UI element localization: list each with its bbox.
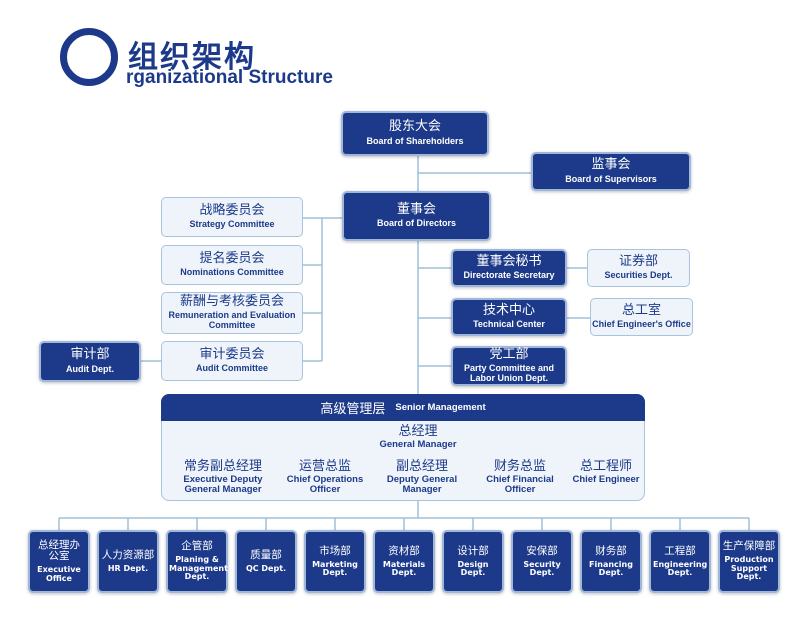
dept-0-en: Executive Office	[37, 565, 81, 583]
dept-5-cn: 资材部	[388, 544, 420, 557]
title-o-ring	[60, 28, 118, 86]
remuneration-committee: 薪酬与考核委员会 Remuneration and Evaluation Com…	[161, 292, 303, 334]
dept-1-en: HR Dept.	[107, 563, 149, 573]
directors-en: Board of Directors	[376, 218, 456, 229]
securities-cn: 证券部	[618, 253, 658, 269]
dept-0-cn: 总经理办公室	[38, 539, 80, 563]
dept-qc: 质量部 QC Dept.	[235, 530, 297, 593]
chief-engineer-office-en: Chief Engineer's Office	[592, 319, 691, 330]
exec-3-en: Chief Financial Officer	[486, 473, 554, 495]
directors-cn: 董事会	[396, 201, 436, 217]
dept-7-cn: 安保部	[526, 544, 558, 557]
exec-1-cn: 运营总监	[298, 459, 351, 474]
exec-1-en: Chief Operations Officer	[286, 473, 364, 495]
exec-0-en: Executive Deputy General Manager	[183, 473, 263, 495]
nominations-committee: 提名委员会 Nominations Committee	[161, 245, 303, 285]
dept-design: 设计部 Design Dept.	[442, 530, 504, 593]
dept-hr: 人力资源部 HR Dept.	[97, 530, 159, 593]
audit-dept-cn: 审计部	[70, 347, 110, 363]
senior-management-cn: 高级管理层	[320, 402, 386, 417]
shareholders-en: Board of Shareholders	[366, 135, 464, 146]
dept-engineering: 工程部 Engineering Dept.	[649, 530, 711, 593]
senior-management-header: 高级管理层 Senior Management	[161, 394, 645, 421]
tech-center-en: Technical Center	[473, 319, 545, 330]
dept-4-cn: 市场部	[319, 544, 351, 557]
dept-financing: 财务部 Financing Dept.	[580, 530, 642, 593]
strategy-committee: 战略委员会 Strategy Committee	[161, 197, 303, 237]
party-committee: 党工部 Party Committee and Labor Union Dept…	[451, 346, 567, 386]
party-en: Party Committee and Labor Union Dept.	[463, 363, 555, 384]
supervisors-en: Board of Supervisors	[565, 173, 657, 184]
page-title-en: rganizational Structure	[126, 67, 333, 88]
dept-3-cn: 质量部	[250, 548, 282, 561]
chief-engineer: 总工程师 Chief Engineer	[568, 460, 644, 485]
technical-center: 技术中心 Technical Center	[451, 298, 567, 336]
dept-6-cn: 设计部	[457, 544, 489, 557]
board-of-shareholders: 股东大会 Board of Shareholders	[341, 111, 489, 156]
dept-9-cn: 工程部	[664, 544, 696, 557]
dept-materials: 资材部 Materials Dept.	[373, 530, 435, 593]
dept-production-support: 生产保障部 Production Support Dept.	[718, 530, 780, 593]
secretary-cn: 董事会秘书	[476, 253, 542, 269]
dept-3-en: QC Dept.	[245, 563, 287, 573]
dept-planning-management: 企管部 Planing & Management Dept.	[166, 530, 228, 593]
dept-9-en: Engineering Dept.	[653, 559, 708, 577]
secretary-en: Directorate Secretary	[463, 270, 555, 281]
dept-10-en: Production Support Dept.	[724, 555, 774, 582]
dept-2-en: Planing & Management Dept.	[169, 555, 228, 582]
exec-2-en: Deputy General Manager	[386, 473, 458, 495]
chief-engineer-office-cn: 总工室	[621, 302, 661, 318]
dept-2-cn: 企管部	[181, 540, 213, 553]
audit-committee: 审计委员会 Audit Committee	[161, 341, 303, 381]
shareholders-cn: 股东大会	[388, 119, 441, 135]
strategy-committee-en: Strategy Committee	[189, 219, 275, 230]
page-title-cn: 组织架构	[128, 40, 256, 75]
exec-3-cn: 财务总监	[493, 459, 546, 474]
senior-management-en: Senior Management	[395, 402, 486, 413]
audit-committee-cn: 审计委员会	[199, 346, 265, 362]
directorate-secretary: 董事会秘书 Directorate Secretary	[451, 249, 567, 287]
audit-committee-en: Audit Committee	[196, 363, 268, 374]
general-manager: 总经理 General Manager	[368, 425, 468, 450]
chief-operations-officer: 运营总监 Chief Operations Officer	[275, 460, 375, 495]
deputy-gm: 副总经理 Deputy General Manager	[374, 460, 470, 495]
general-manager-en: General Manager	[379, 438, 457, 450]
dept-5-en: Materials Dept.	[382, 559, 426, 577]
dept-10-cn: 生产保障部	[722, 540, 776, 553]
dept-8-en: Financing Dept.	[589, 559, 633, 577]
nominations-committee-en: Nominations Committee	[180, 267, 284, 278]
board-of-directors: 董事会 Board of Directors	[342, 191, 491, 241]
exec-2-cn: 副总经理	[395, 459, 448, 474]
audit-dept: 审计部 Audit Dept.	[39, 341, 141, 382]
party-cn: 党工部	[489, 346, 529, 362]
exec-4-cn: 总工程师	[579, 459, 632, 474]
dept-7-en: Security Dept.	[523, 559, 561, 577]
dept-1-cn: 人力资源部	[101, 548, 155, 561]
dept-security: 安保部 Security Dept.	[511, 530, 573, 593]
dept-marketing: 市场部 Marketing Dept.	[304, 530, 366, 593]
dept-executive-office: 总经理办公室 Executive Office	[28, 530, 90, 593]
exec-0-cn: 常务副总经理	[183, 459, 262, 474]
chief-financial-officer: 财务总监 Chief Financial Officer	[470, 460, 570, 495]
executive-deputy-gm: 常务副总经理 Executive Deputy General Manager	[168, 460, 278, 495]
strategy-committee-cn: 战略委员会	[199, 202, 265, 218]
remuneration-committee-en: Remuneration and Evaluation Committee	[168, 310, 296, 331]
audit-dept-en: Audit Dept.	[66, 363, 114, 374]
securities-dept: 证券部 Securities Dept.	[587, 249, 690, 287]
dept-6-en: Design Dept.	[457, 559, 489, 577]
dept-4-en: Marketing Dept.	[312, 559, 358, 577]
general-manager-cn: 总经理	[398, 424, 438, 439]
supervisors-cn: 监事会	[591, 157, 631, 173]
remuneration-committee-cn: 薪酬与考核委员会	[179, 293, 284, 309]
tech-center-cn: 技术中心	[482, 302, 535, 318]
securities-en: Securities Dept.	[604, 270, 673, 281]
exec-4-en: Chief Engineer	[572, 473, 640, 485]
dept-8-cn: 财务部	[595, 544, 627, 557]
nominations-committee-cn: 提名委员会	[199, 250, 265, 266]
chief-engineer-office: 总工室 Chief Engineer's Office	[590, 298, 693, 336]
board-of-supervisors: 监事会 Board of Supervisors	[531, 152, 691, 191]
